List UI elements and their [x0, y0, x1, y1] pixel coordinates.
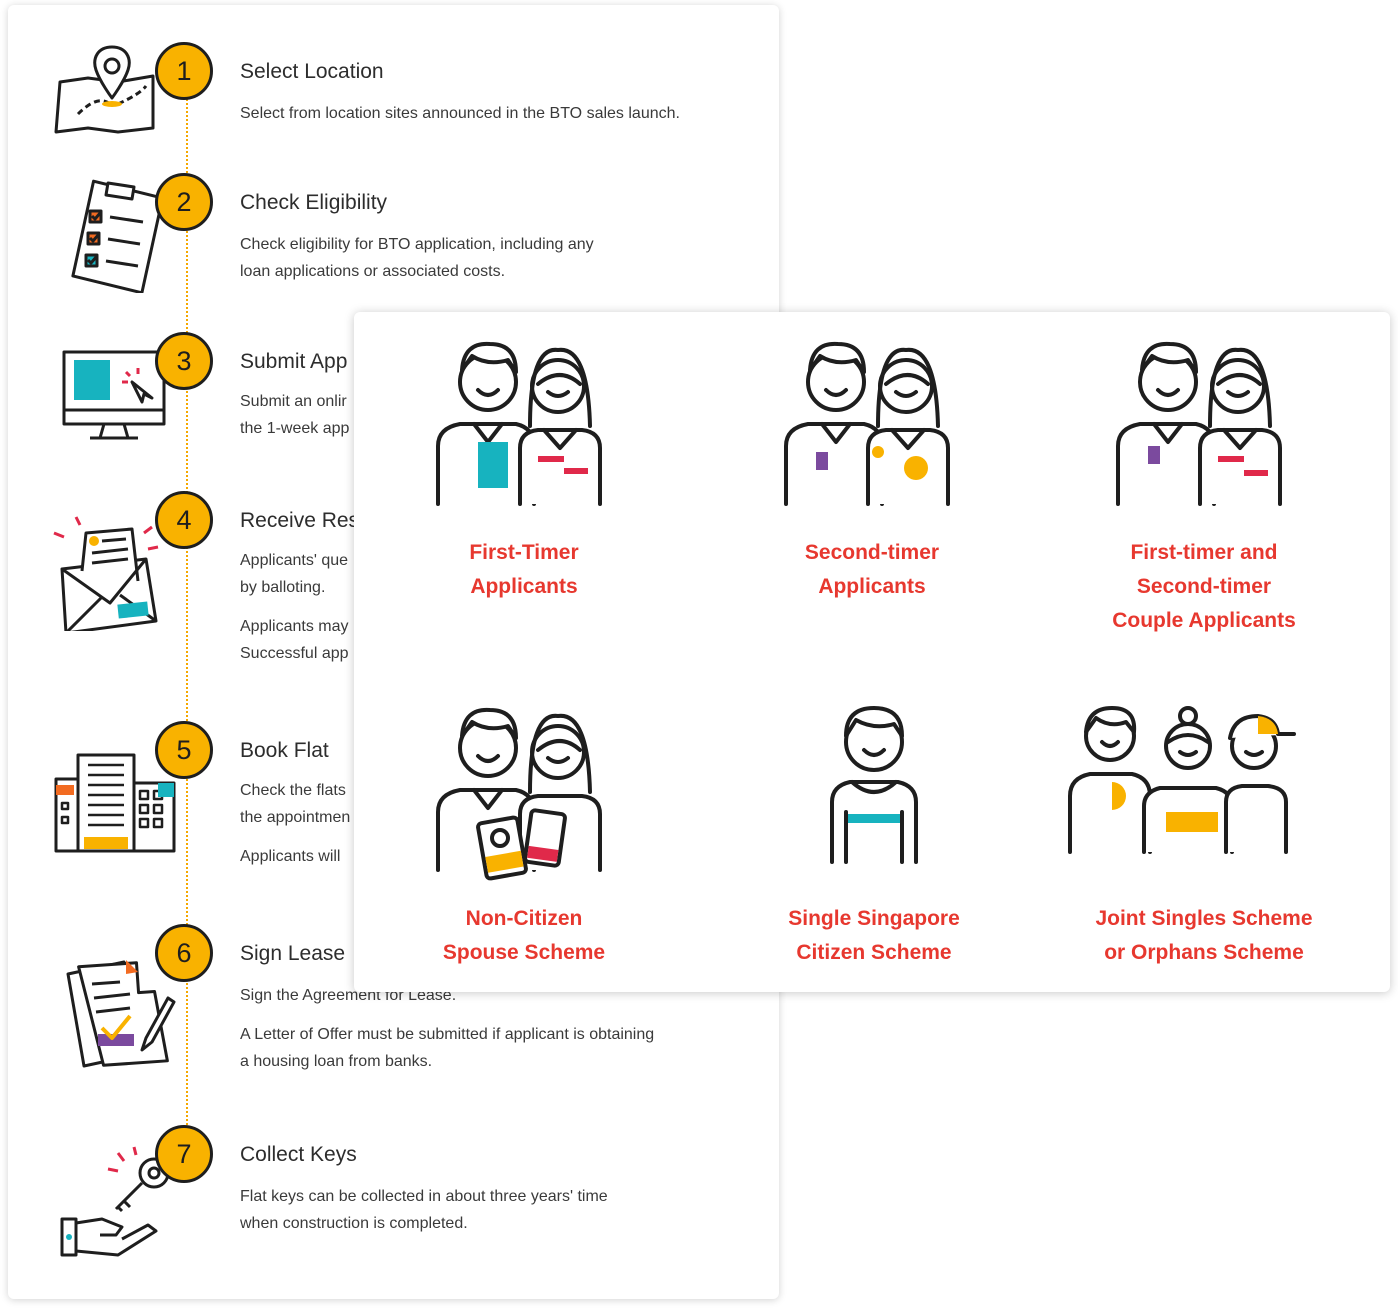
step-description: Check eligibility for BTO application, i…: [240, 236, 594, 280]
couple-icon: [1116, 341, 1282, 506]
single-person-icon: [830, 706, 918, 864]
group-icon: [1068, 706, 1296, 854]
map-pin-icon: [48, 42, 188, 152]
step-title: Collect Keys: [240, 1143, 357, 1166]
step-number-badge: 3: [155, 332, 213, 390]
scheme-label: Single Singapore Citizen Scheme: [788, 907, 960, 964]
step-title: Receive Res: [240, 509, 360, 532]
step-title: Book Flat: [240, 739, 329, 762]
step-description: Submit an onlir the 1-week app: [240, 393, 350, 437]
timeline-line: [186, 75, 188, 1165]
scheme-label: First-Timer Applicants: [469, 541, 579, 598]
step-description-extra: Applicants may Successful app: [240, 618, 349, 662]
scheme-first-timer[interactable]: First-Timer Applicants: [394, 336, 654, 604]
buildings-icon: [52, 751, 192, 861]
envelope-letter-icon: [46, 511, 186, 635]
step-title: Select Location: [240, 60, 384, 83]
scheme-label: Joint Singles Scheme or Orphans Scheme: [1095, 907, 1313, 964]
step-description: Select from location sites announced in …: [240, 105, 680, 122]
scheme-label: Non-Citizen Spouse Scheme: [442, 907, 606, 964]
scheme-second-timer[interactable]: Second-timer Applicants: [742, 336, 1002, 604]
step-number-badge: 4: [155, 491, 213, 549]
step-number-badge: 2: [155, 173, 213, 231]
step-description: Applicants' que by balloting.: [240, 552, 349, 596]
scheme-first-second-timer-couple[interactable]: First-timer and Second-timer Couple Appl…: [1074, 336, 1334, 638]
schemes-card: First-Timer Applicants Second-timer Appl…: [354, 312, 1390, 992]
step-number-badge: 1: [155, 42, 213, 100]
scheme-label: First-timer and Second-timer Couple Appl…: [1112, 541, 1296, 632]
step-title: Submit App: [240, 350, 348, 373]
couple-icon: [436, 341, 602, 506]
scheme-non-citizen-spouse[interactable]: Non-Citizen Spouse Scheme: [394, 702, 654, 970]
scheme-joint-singles-orphans[interactable]: Joint Singles Scheme or Orphans Scheme: [1068, 702, 1334, 970]
document-pen-icon: [60, 954, 200, 1068]
couple-icon: [784, 341, 950, 506]
step-description-extra: A Letter of Offer must be submitted if a…: [240, 1026, 655, 1070]
step-title: Sign Lease: [240, 942, 346, 965]
scheme-single-singapore-citizen[interactable]: Single Singapore Citizen Scheme: [744, 702, 1004, 970]
step-description: Check the flats the appointmen: [240, 782, 351, 826]
computer-monitor-icon: [48, 342, 188, 452]
step-description: Flat keys can be collected in about thre…: [240, 1188, 608, 1232]
couple-passport-icon: [436, 707, 602, 881]
step-number-badge: 7: [155, 1125, 213, 1183]
step-number-badge: 6: [155, 924, 213, 982]
step-description-extra: Applicants will: [240, 848, 341, 865]
scheme-label: Second-timer Applicants: [804, 541, 940, 598]
step-number-badge: 5: [155, 721, 213, 779]
clipboard-checklist-icon: [48, 173, 188, 295]
step-title: Check Eligibility: [240, 191, 388, 214]
